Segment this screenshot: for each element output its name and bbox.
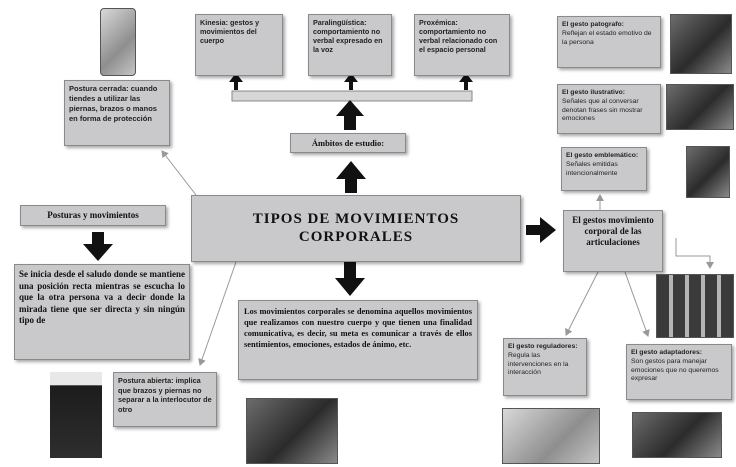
gesto-patografo-box: El gesto patografo: Reflejan el estado e… bbox=[557, 16, 661, 68]
gesto-ilustrativo-photo bbox=[666, 84, 734, 130]
posturas-heading-box: Posturas y movimientos bbox=[20, 205, 166, 226]
gestos-heading: El gestos movimiento corporal de las art… bbox=[572, 215, 654, 247]
proxemica-box: Proxémica: comportamiento no verbal rela… bbox=[414, 14, 510, 76]
gestos-heading-box: El gestos movimiento corporal de las art… bbox=[563, 210, 663, 272]
gesto-regulador-photo bbox=[502, 408, 600, 464]
definition-text: Los movimientos corporales se denomina a… bbox=[244, 307, 472, 349]
kinesia-box: Kinesia: gestos y movimientos del cuerpo bbox=[195, 14, 283, 76]
postura-cerrada-box: Postura cerrada: cuando tiendes a utiliz… bbox=[64, 80, 170, 146]
open-posture-group-photo bbox=[246, 398, 338, 464]
arrow-right-gestos bbox=[526, 217, 556, 243]
gesto-regulador-box: El gesto reguladores: Regula las interve… bbox=[503, 338, 587, 396]
open-posture-man-photo bbox=[50, 372, 102, 458]
line-postura-abierta bbox=[198, 261, 237, 366]
gesto-adaptador-title: El gesto adaptadores: bbox=[631, 349, 703, 356]
gestos-grid-photo bbox=[656, 274, 734, 338]
gesto-regulador-title: El gesto reguladores: bbox=[508, 343, 578, 350]
definition-box: Los movimientos corporales se denomina a… bbox=[238, 300, 478, 380]
gesto-adaptador-box: El gesto adaptadores: Son gestos para ma… bbox=[626, 344, 732, 400]
closed-posture-photo bbox=[100, 8, 136, 76]
gesto-emblematico-text: Señales emitidas intencionalmente bbox=[566, 161, 618, 177]
line-postura-cerrada bbox=[161, 150, 197, 196]
main-title: TIPOS DE MOVIMIENTOS CORPORALES bbox=[252, 211, 460, 245]
gesto-ilustrativo-box: El gesto ilustrativo: Señales que al con… bbox=[557, 84, 661, 134]
proxemica-text: Proxémica: comportamiento no verbal rela… bbox=[419, 18, 498, 54]
gesto-adaptador-photo bbox=[632, 412, 722, 458]
arrow-up-2 bbox=[336, 161, 366, 193]
ambitos-label-box: Ámbitos de estudio: bbox=[290, 133, 406, 153]
paralinguistica-text: Paralingüística: comportamiento no verba… bbox=[313, 18, 383, 54]
gesto-patografo-photo bbox=[670, 14, 732, 74]
gesto-ilustrativo-title: El gesto ilustrativo: bbox=[562, 89, 626, 96]
posturas-text-box: Se inicia desde el saludo donde se manti… bbox=[14, 264, 190, 360]
ambitos-label: Ámbitos de estudio: bbox=[311, 138, 385, 148]
kinesia-text: Kinesia: gestos y movimientos del cuerpo bbox=[200, 18, 260, 45]
posturas-text: Se inicia desde el saludo donde se manti… bbox=[19, 269, 185, 326]
postura-cerrada-text: Postura cerrada: cuando tiendes a utiliz… bbox=[69, 84, 158, 123]
gesto-ilustrativo-text: Señales que al conversar denotan frases … bbox=[562, 98, 643, 122]
arrow-down-definition bbox=[335, 262, 365, 296]
gesto-emblematico-box: El gesto emblemático: Señales emitidas i… bbox=[561, 147, 647, 191]
line-gesto-adaptador bbox=[624, 271, 650, 337]
gesto-regulador-text: Regula las intervenciones en la interacc… bbox=[508, 352, 569, 376]
gesto-emblematico-photo bbox=[686, 146, 730, 198]
postura-abierta-text: Postura abierta: implica que brazos y pi… bbox=[118, 376, 212, 414]
posturas-heading: Posturas y movimientos bbox=[47, 210, 139, 220]
line-gesto-regulador bbox=[565, 271, 599, 336]
gesto-patografo-title: El gesto patografo: bbox=[562, 21, 624, 28]
line-gesto-photo bbox=[675, 238, 714, 269]
main-title-box: TIPOS DE MOVIMIENTOS CORPORALES bbox=[191, 195, 521, 262]
postura-abierta-box: Postura abierta: implica que brazos y pi… bbox=[113, 372, 217, 427]
ambitos-small-arrows bbox=[229, 73, 473, 90]
gesto-patografo-text: Reflejan el estado emotivo de la persona bbox=[562, 30, 652, 46]
gesto-adaptador-text: Son gestos para manejar emociones que no… bbox=[631, 358, 719, 382]
gesto-emblematico-title: El gesto emblemático: bbox=[566, 152, 639, 159]
ambitos-connector bbox=[231, 90, 473, 102]
arrow-up-1 bbox=[336, 100, 364, 130]
paralinguistica-box: Paralingüística: comportamiento no verba… bbox=[308, 14, 392, 76]
arrow-down-posturas bbox=[83, 232, 113, 261]
